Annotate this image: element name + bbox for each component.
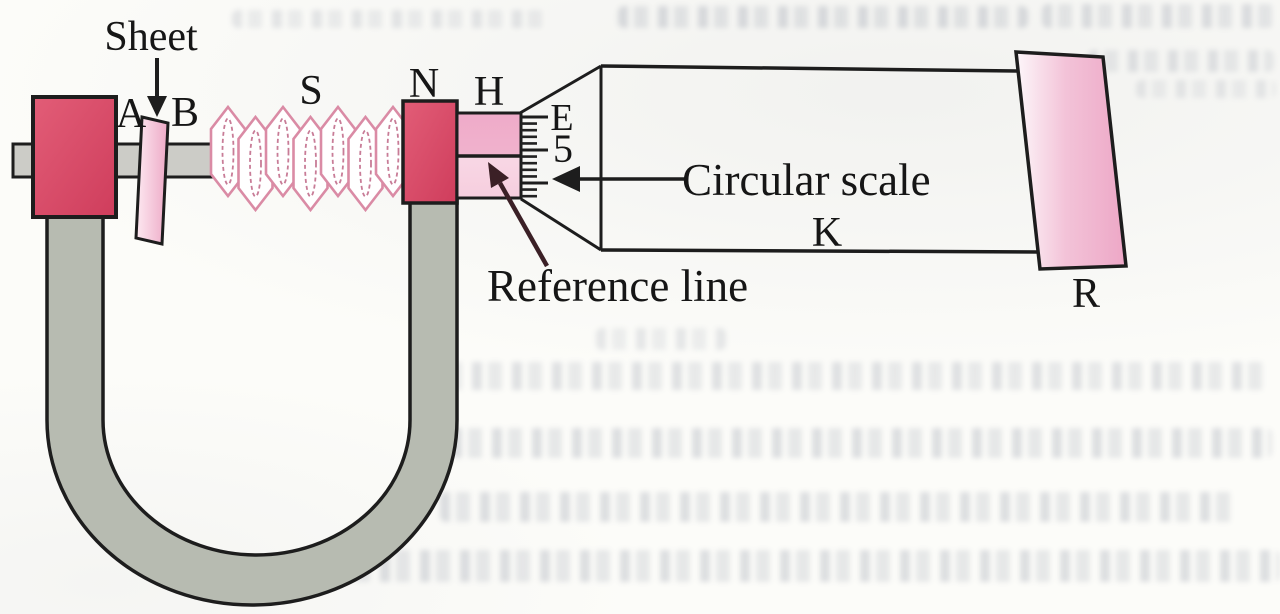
label-n: N bbox=[409, 61, 439, 107]
bleed-row bbox=[432, 362, 1268, 390]
label-h: H bbox=[474, 69, 504, 115]
bleed-row bbox=[1136, 80, 1276, 98]
bleed-row bbox=[232, 10, 552, 28]
label-e: E bbox=[550, 97, 573, 139]
bleed-row bbox=[452, 428, 1272, 458]
nut-block bbox=[401, 99, 459, 205]
ratchet bbox=[1014, 50, 1128, 271]
thimble-top-edge bbox=[600, 64, 1019, 73]
label-b: B bbox=[171, 90, 199, 136]
sheet-shape bbox=[134, 115, 170, 246]
bleed-row bbox=[300, 550, 1280, 582]
thimble-bottom-edge bbox=[600, 248, 1041, 254]
label-reference-line: Reference line bbox=[487, 261, 748, 311]
sheet-arrow-icon bbox=[147, 58, 167, 117]
thimble-body bbox=[519, 64, 1041, 254]
circular-scale-ticks bbox=[521, 115, 548, 198]
label-scale-value: 5 bbox=[553, 126, 573, 171]
label-k: K bbox=[812, 210, 842, 256]
minor-ticks bbox=[521, 122, 537, 198]
label-s: S bbox=[299, 68, 322, 114]
bleed-row bbox=[596, 328, 726, 350]
bleed-row bbox=[618, 6, 1028, 28]
label-a: A bbox=[116, 91, 147, 137]
bleed-row bbox=[440, 492, 1235, 522]
screw-coil bbox=[209, 105, 412, 212]
label-r: R bbox=[1072, 271, 1100, 317]
circular-scale-arrow-icon bbox=[552, 166, 684, 192]
major-ticks bbox=[521, 115, 548, 185]
bleed-row bbox=[1088, 50, 1274, 72]
label-circular-scale: Circular scale bbox=[682, 155, 931, 205]
bevel-top-edge bbox=[519, 64, 602, 115]
bevel-bottom-edge bbox=[520, 197, 602, 252]
bleed-row bbox=[1042, 4, 1274, 28]
label-sheet: Sheet bbox=[104, 14, 198, 60]
u-frame bbox=[45, 198, 459, 607]
anvil-block bbox=[31, 95, 118, 219]
reference-line-arrow-icon bbox=[488, 162, 549, 268]
